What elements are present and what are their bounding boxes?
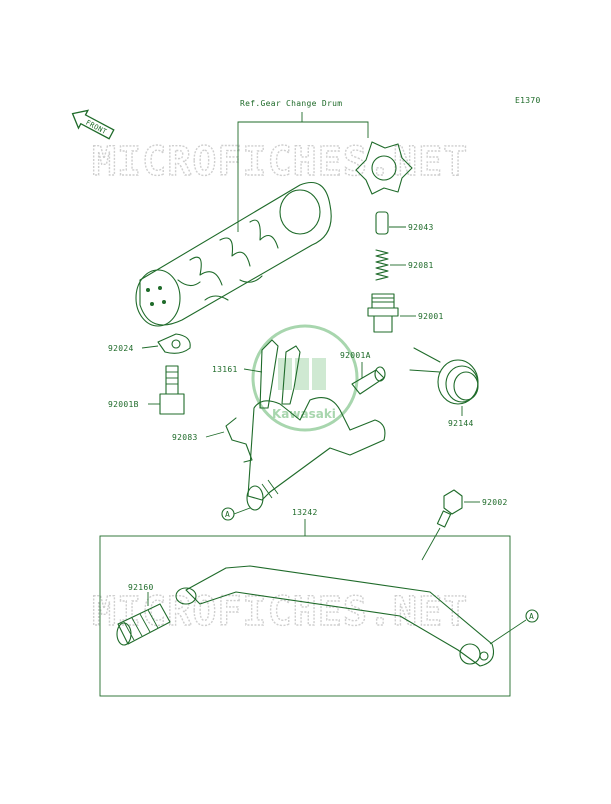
kawasaki-logo-watermark: Kawasaki [251, 324, 359, 432]
bolt-92001: 92001 [367, 293, 444, 333]
label-92001a: 92001A [340, 351, 371, 360]
shift-shaft [246, 397, 386, 511]
label-92081: 92081 [408, 261, 434, 270]
lever-13161: 13161 [212, 339, 301, 409]
pin-92043: 92043 [375, 211, 434, 235]
bolt-92001b: 92001B [108, 365, 185, 415]
svg-text:A: A [529, 612, 534, 621]
pin-92001a: 92001A [340, 351, 386, 395]
label-92002: 92002 [482, 498, 508, 507]
watermark-top: MICROFICHES.NET [92, 139, 468, 185]
spring-clip-92083: 92083 [172, 417, 253, 463]
label-92024: 92024 [108, 344, 134, 353]
logo-text: Kawasaki [272, 407, 336, 421]
svg-text:A: A [225, 510, 230, 519]
torsion-spring-92144: 92144 [409, 347, 479, 428]
bolt-92002: 92002 [421, 489, 508, 561]
ref-gear-change-drum-label: Ref.Gear Change Drum [240, 99, 342, 108]
gear-change-drum [135, 181, 332, 327]
shift-pedal-13242 [175, 565, 495, 667]
diagram-code: E1370 [515, 96, 541, 105]
star-cam-plate [355, 141, 413, 195]
label-92001: 92001 [418, 312, 444, 321]
label-13161: 13161 [212, 365, 238, 374]
pedal-group-box [99, 535, 511, 697]
spring-92081: 92081 [375, 249, 434, 281]
label-92160: 92160 [128, 583, 154, 592]
label-92144: 92144 [448, 419, 474, 428]
washer-92024: 92024 [108, 333, 191, 354]
label-92083: 92083 [172, 433, 198, 442]
callout-a-lower: A [489, 609, 539, 645]
watermark-bottom: MICROFICHES.NET [92, 589, 468, 635]
rubber-92160: 92160 [116, 583, 171, 646]
label-92043: 92043 [408, 223, 434, 232]
label-92001b: 92001B [108, 400, 139, 409]
callout-a-upper: A [221, 507, 251, 521]
ref-bracket-line [237, 121, 369, 232]
label-13242: 13242 [292, 508, 318, 517]
front-arrow-icon: FRONT [71, 109, 115, 140]
